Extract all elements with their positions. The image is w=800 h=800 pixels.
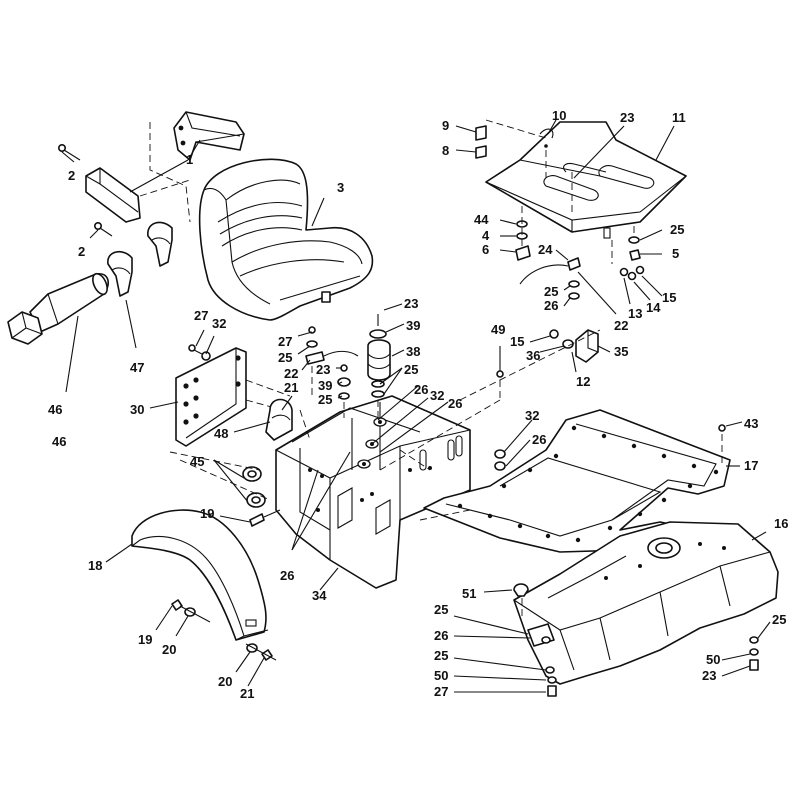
seat-bracket-part xyxy=(85,111,245,223)
screw-part xyxy=(57,144,113,237)
callout-label: 24 xyxy=(538,242,553,257)
callout-label: 3 xyxy=(337,180,344,195)
callout-label: 6 xyxy=(482,242,489,257)
callout-label: 15 xyxy=(662,290,676,305)
callout-label: 50 xyxy=(706,652,720,667)
callout-label: 21 xyxy=(240,686,254,701)
callout-label: 16 xyxy=(774,516,788,531)
clamp-part xyxy=(107,221,173,297)
callout-label: 32 xyxy=(430,388,444,403)
fender-hardware-part xyxy=(171,599,277,661)
callout-label: 47 xyxy=(130,360,144,375)
callout-label: 36 xyxy=(526,348,540,363)
callout-label: 27 xyxy=(434,684,448,699)
callout-label: 50 xyxy=(434,668,448,683)
callout-label: 44 xyxy=(474,212,489,227)
callout-label: 18 xyxy=(88,558,102,573)
callout-label: 46 xyxy=(48,402,62,417)
callout-label: 49 xyxy=(491,322,505,337)
callout-label: 35 xyxy=(614,344,628,359)
callout-label: 30 xyxy=(130,402,144,417)
callout-label: 10 xyxy=(552,108,566,123)
callout-label: 15 xyxy=(510,334,524,349)
mounting-plate-part xyxy=(175,347,291,447)
callout-label: 19 xyxy=(138,632,152,647)
hood-cover-part xyxy=(513,521,779,685)
callout-label: 27 xyxy=(278,334,292,349)
callout-label: 25 xyxy=(434,602,448,617)
callout-label: 21 xyxy=(284,380,298,395)
callout-label: 26 xyxy=(448,396,462,411)
callout-label: 25 xyxy=(278,350,292,365)
callout-label: 32 xyxy=(525,408,539,423)
callout-label: 23 xyxy=(316,362,330,377)
callout-label: 38 xyxy=(406,344,420,359)
leader-lines xyxy=(61,119,771,693)
callout-label: 5 xyxy=(672,246,679,261)
callout-label: 20 xyxy=(162,642,176,657)
callout-label: 1 xyxy=(186,152,193,167)
callout-label: 25 xyxy=(772,612,786,627)
callout-label: 12 xyxy=(576,374,590,389)
platform-pin-part xyxy=(475,125,554,159)
gasket-screw-part xyxy=(718,424,726,464)
callout-label: 22 xyxy=(284,366,298,381)
callout-label: 2 xyxy=(68,168,75,183)
bracket-part xyxy=(549,329,599,363)
callout-label: 2 xyxy=(78,244,85,259)
callout-label: 23 xyxy=(620,110,634,125)
callout-label: 43 xyxy=(744,416,758,431)
plate-clamp-part xyxy=(265,398,293,441)
fender-screw-part xyxy=(249,509,281,527)
callout-labels: 1 2 2 3 47 46 46 27 32 30 21 48 45 19 18… xyxy=(48,108,788,701)
callout-label: 25 xyxy=(404,362,418,377)
callout-label: 45 xyxy=(190,454,204,469)
roll-bar-tube-part xyxy=(7,272,109,345)
platform-plate-part xyxy=(485,119,687,239)
platform-hardware-part xyxy=(515,206,645,300)
callout-label: 34 xyxy=(312,588,327,603)
callout-label: 23 xyxy=(404,296,418,311)
fender-part xyxy=(131,509,269,641)
callout-label: 26 xyxy=(434,628,448,643)
callout-label: 23 xyxy=(702,668,716,683)
callout-label: 26 xyxy=(544,298,558,313)
callout-label: 4 xyxy=(482,228,490,243)
callout-label: 17 xyxy=(744,458,758,473)
seat-mount-isolator-part xyxy=(367,314,391,420)
callout-label: 26 xyxy=(532,432,546,447)
callout-label: 48 xyxy=(214,426,228,441)
callout-label: 22 xyxy=(614,318,628,333)
callout-label: 20 xyxy=(218,674,232,689)
callout-label: 19 xyxy=(200,506,214,521)
callout-label: 32 xyxy=(212,316,226,331)
seat-part xyxy=(198,158,374,321)
callout-label: 13 xyxy=(628,306,642,321)
callout-label: 26 xyxy=(280,568,294,583)
long-bolt-part xyxy=(379,346,504,471)
callout-label: 25 xyxy=(544,284,558,299)
callout-label: 27 xyxy=(194,308,208,323)
grommet-part xyxy=(242,466,266,508)
seat-bolt-hardware-part xyxy=(305,326,359,418)
callout-label: 39 xyxy=(406,318,420,333)
callout-label: 26 xyxy=(414,382,428,397)
box-washer-part xyxy=(494,449,506,471)
callout-label: 46 xyxy=(52,434,66,449)
callout-label: 25 xyxy=(670,222,684,237)
plate-bolt-part xyxy=(188,344,211,361)
assembly-guide-lines xyxy=(169,329,601,521)
callout-label: 51 xyxy=(462,586,476,601)
callout-label: 25 xyxy=(318,392,332,407)
callout-label: 25 xyxy=(434,648,448,663)
callout-label: 11 xyxy=(672,110,686,125)
callout-label: 8 xyxy=(442,143,449,158)
callout-label: 14 xyxy=(646,300,661,315)
callout-label: 39 xyxy=(318,378,332,393)
callout-label: 9 xyxy=(442,118,449,133)
